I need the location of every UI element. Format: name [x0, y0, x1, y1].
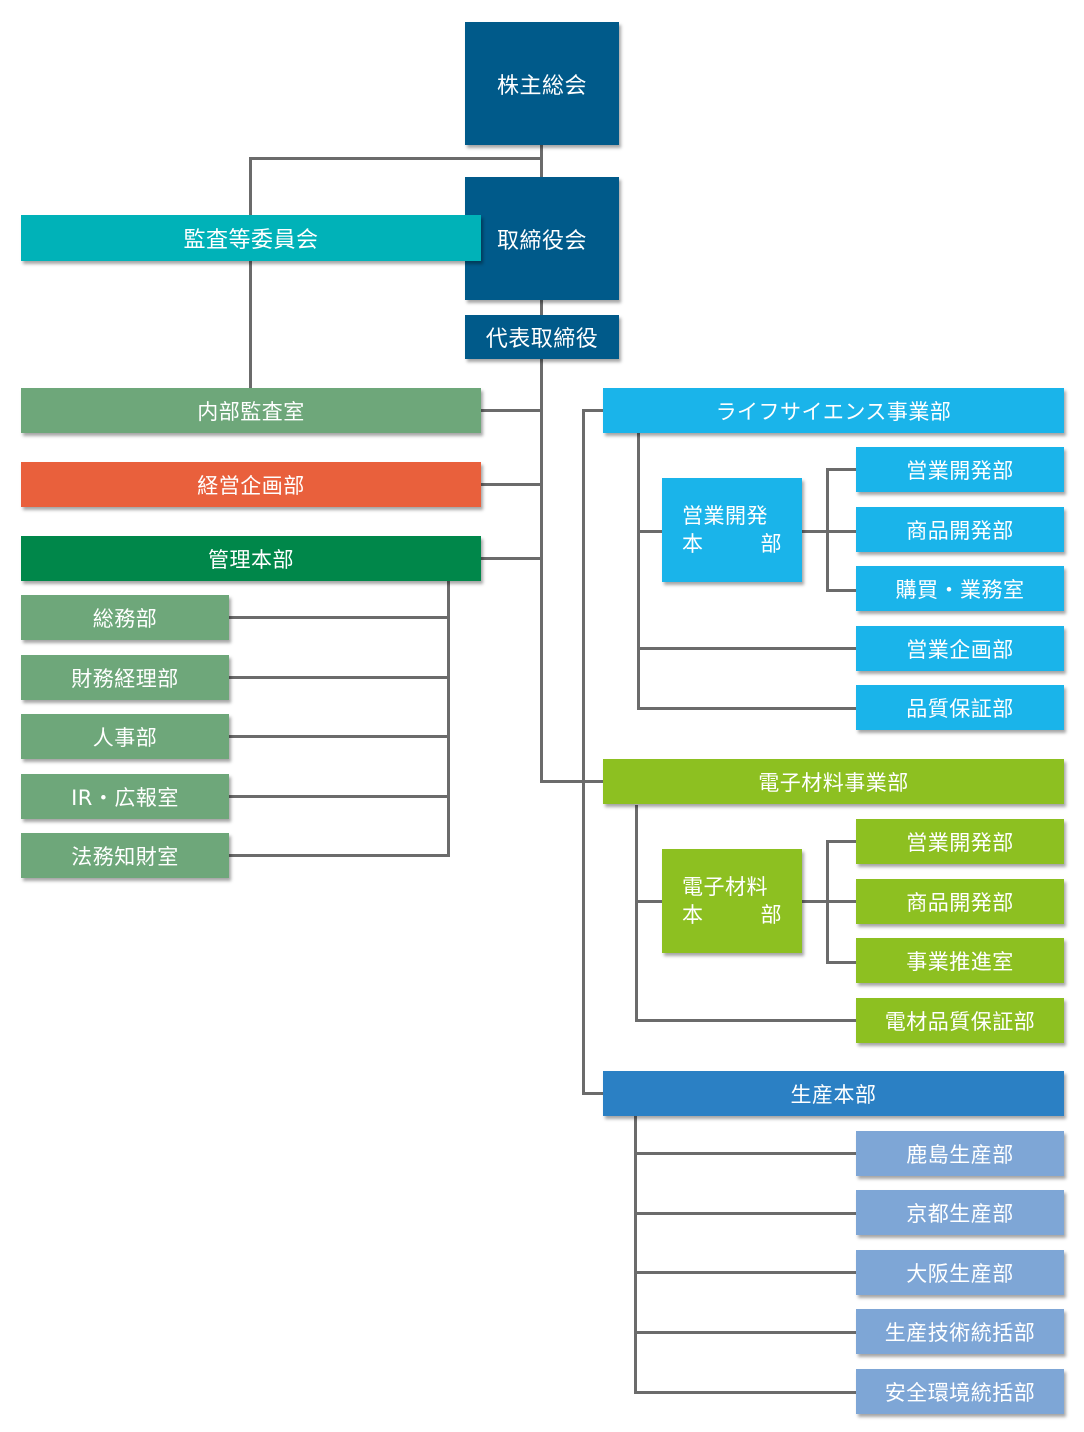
ceo-box: 代表取締役 — [465, 315, 619, 359]
connector — [582, 1092, 604, 1095]
connector — [634, 1391, 857, 1394]
connector — [229, 735, 450, 738]
admin-child-box: 法務知財室 — [21, 833, 229, 878]
connector — [801, 530, 857, 533]
electronic-materials-child-box: 商品開発部 — [856, 879, 1064, 924]
production-hq-box: 生産本部 — [603, 1071, 1064, 1116]
connector — [481, 409, 543, 412]
electronic-materials-child-box: 事業推進室 — [856, 938, 1064, 983]
connector — [637, 647, 857, 650]
electronic-materials-child-box: 営業開発部 — [856, 819, 1064, 864]
internal-audit-box: 内部監査室 — [21, 388, 481, 433]
connector — [447, 581, 450, 857]
electronic-materials-sub-hq-box: 電子材料 本 部 — [662, 849, 802, 953]
connector — [634, 1271, 857, 1274]
sub-hq-line2a: 本 — [682, 532, 704, 556]
connector — [634, 1212, 857, 1215]
production-child-box: 大阪生産部 — [856, 1250, 1064, 1295]
production-child-box: 安全環境統括部 — [856, 1369, 1064, 1414]
connector — [826, 961, 857, 964]
production-child-box: 京都生産部 — [856, 1190, 1064, 1235]
connector — [637, 707, 857, 710]
electronic-materials-division-box: 電子材料事業部 — [603, 759, 1064, 804]
life-science-child-box: 営業企画部 — [856, 626, 1064, 671]
sub-hq-line1: 営業開発 — [682, 504, 768, 528]
connector — [229, 854, 450, 857]
electronic-materials-child-box: 電材品質保証部 — [856, 998, 1064, 1043]
connector — [540, 145, 543, 178]
sub-hq-line1: 電子材料 — [682, 875, 768, 899]
connector — [249, 157, 543, 160]
connector — [635, 805, 638, 1022]
connector — [634, 1116, 637, 1394]
connector — [582, 409, 604, 412]
connector — [826, 840, 829, 964]
admin-child-box: 財務経理部 — [21, 655, 229, 700]
board-of-directors-box: 取締役会 — [465, 177, 619, 300]
connector — [801, 900, 857, 903]
connector — [249, 157, 252, 389]
admin-child-box: 人事部 — [21, 714, 229, 759]
connector — [481, 557, 543, 560]
administration-hq-box: 管理本部 — [21, 536, 481, 581]
shareholders-meeting-box: 株主総会 — [465, 22, 619, 145]
life-science-division-box: ライフサイエンス事業部 — [603, 388, 1064, 433]
audit-committee-box: 監査等委員会 — [21, 215, 481, 261]
connector — [229, 795, 450, 798]
sub-hq-line2b: 部 — [760, 532, 782, 556]
connector — [637, 433, 640, 710]
sub-hq-line2: 本 部 — [682, 530, 782, 558]
sub-hq-line2b: 部 — [760, 903, 782, 927]
production-child-box: 鹿島生産部 — [856, 1131, 1064, 1176]
connector — [634, 1331, 857, 1334]
connector — [540, 300, 543, 316]
life-science-child-box: 購買・業務室 — [856, 566, 1064, 611]
admin-child-box: IR・広報室 — [21, 774, 229, 819]
connector — [229, 676, 450, 679]
admin-child-box: 総務部 — [21, 595, 229, 640]
connector — [826, 468, 857, 471]
connector — [635, 1019, 857, 1022]
sub-hq-line2: 本 部 — [682, 901, 782, 929]
connector — [635, 900, 663, 903]
connector — [481, 483, 543, 486]
connector — [540, 358, 543, 783]
life-science-child-box: 品質保証部 — [856, 685, 1064, 730]
sub-hq-line2a: 本 — [682, 903, 704, 927]
life-science-child-box: 営業開発部 — [856, 447, 1064, 492]
production-child-box: 生産技術統括部 — [856, 1309, 1064, 1354]
corporate-planning-box: 経営企画部 — [21, 462, 481, 507]
connector — [540, 780, 604, 783]
life-science-sub-hq-box: 営業開発 本 部 — [662, 478, 802, 582]
connector — [582, 409, 585, 1095]
connector — [637, 530, 663, 533]
connector — [826, 589, 857, 592]
connector — [826, 468, 829, 592]
connector — [229, 616, 450, 619]
connector — [634, 1152, 857, 1155]
connector — [826, 840, 857, 843]
life-science-child-box: 商品開発部 — [856, 507, 1064, 552]
